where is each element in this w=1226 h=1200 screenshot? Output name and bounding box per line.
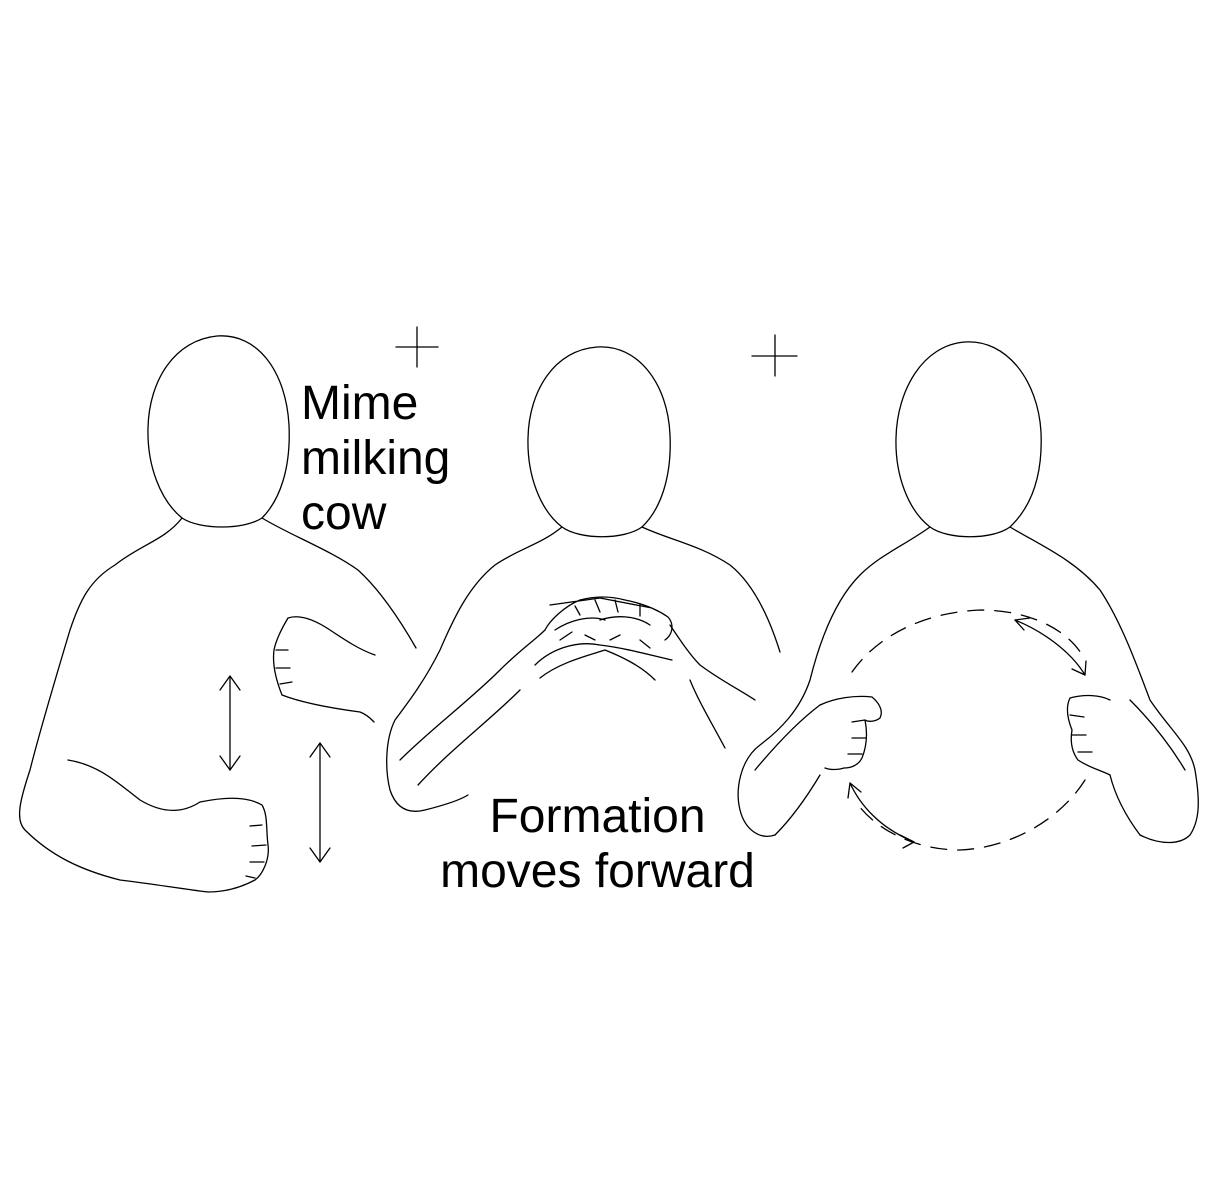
- caption-mime-milking-cow: Mime milking cow: [301, 377, 451, 540]
- figure-2-right-forearm: [669, 624, 756, 749]
- figure-2-left-forearm: [399, 629, 546, 786]
- circular-arrow-1: [1014, 617, 1087, 676]
- plus-marker-2: [751, 334, 798, 377]
- figure-3-right-fist-fingers: [1069, 714, 1093, 753]
- figure-3-head: [895, 341, 1042, 538]
- figure-3: [737, 341, 1199, 851]
- figure-1-left-arm: [67, 759, 201, 812]
- figure-3-left-fist: [819, 695, 882, 771]
- figure-3-left-fist-fingers: [847, 719, 867, 755]
- figure-1-upper-fist-fingers: [275, 649, 293, 685]
- figure-1-lower-fist-fingers: [245, 824, 267, 879]
- circular-motion-path: [851, 609, 1086, 851]
- figure-3-left-shoulder: [737, 526, 931, 837]
- figure-2-hands: [534, 596, 673, 681]
- figure-1-right-shoulder: [261, 517, 417, 649]
- figure-2-left-shoulder: [386, 526, 563, 812]
- figure-2-finger-lines: [559, 599, 651, 649]
- figure-2: [386, 346, 781, 812]
- vertical-arrow-2: [309, 742, 331, 863]
- figure-1-body: [18, 517, 209, 893]
- circular-arrow-2: [847, 782, 915, 849]
- plus-marker-1: [395, 326, 439, 368]
- caption-formation-moves-forward: Formation moves forward: [440, 790, 755, 898]
- figure-2-right-shoulder: [641, 526, 781, 653]
- figure-1: [18, 335, 417, 893]
- figure-3-left-arm-inner: [754, 704, 821, 836]
- vertical-arrow-1: [219, 675, 241, 771]
- figure-2-head: [527, 346, 671, 538]
- figure-3-right-arm-inner: [1109, 699, 1186, 836]
- figure-1-upper-fist: [272, 616, 376, 723]
- figure-1-head: [147, 335, 290, 528]
- figure-3-right-fist: [1066, 694, 1111, 776]
- figure-3-right-shoulder: [1009, 526, 1199, 844]
- figure-1-lower-fist: [199, 797, 269, 893]
